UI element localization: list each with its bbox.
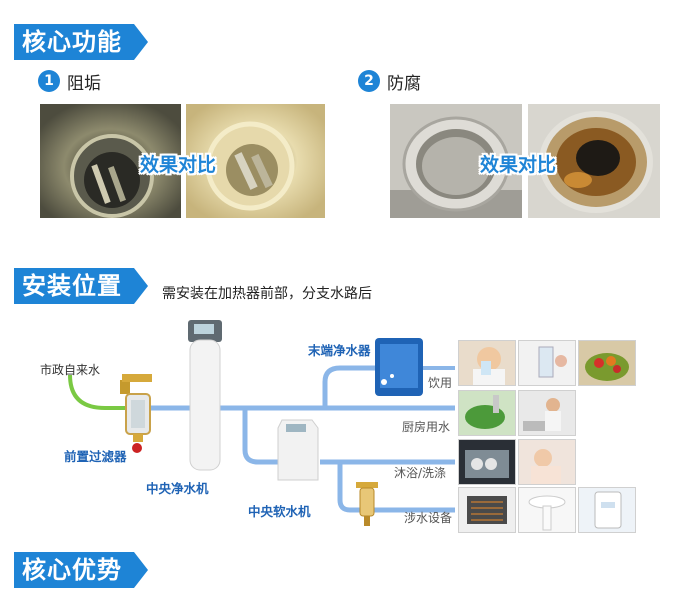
central-purifier-label: 中央净水机 xyxy=(146,481,209,496)
feature-number-badge: 1 xyxy=(38,70,60,92)
install-note: 需安装在加热器前部，分支水路后 xyxy=(162,286,372,302)
clean-metal-pipe-photo xyxy=(390,104,522,218)
use-label-kitchen: 厨房用水 xyxy=(402,420,451,434)
feature-label-anti-corrosion: 防腐 xyxy=(387,74,421,94)
use-label-drinking: 饮用 xyxy=(428,376,453,390)
fruit-bowl-thumb xyxy=(578,340,636,386)
wash-basin-thumb xyxy=(518,487,576,533)
section-title-core-advantage: 核心优势 xyxy=(14,552,148,588)
use-label-bath: 沐浴/洗涤 xyxy=(394,466,447,480)
section-title-install-position: 安装位置 xyxy=(14,268,148,304)
section-title-core-function: 核心功能 xyxy=(14,24,148,60)
central-softener-label: 中央软水机 xyxy=(248,504,311,519)
compare-caption: 效果对比 xyxy=(480,154,557,176)
floor-heating-thumb xyxy=(458,487,516,533)
water-glass-thumb xyxy=(518,340,576,386)
kitchen-woman-thumb xyxy=(518,390,576,436)
clean-pipe-photo xyxy=(186,104,325,218)
water-system-diagram xyxy=(68,320,455,526)
feature-label-anti-scale: 阻垢 xyxy=(67,74,101,94)
terminal-purifier-label: 末端净水器 xyxy=(308,343,371,358)
prefilter-label: 前置过滤器 xyxy=(64,449,127,464)
bathing-woman-thumb xyxy=(518,439,576,485)
dishwasher-thumb xyxy=(458,439,516,485)
compare-caption: 效果对比 xyxy=(140,154,217,176)
use-label-appliance: 涉水设备 xyxy=(404,511,453,525)
scaled-pipe-photo xyxy=(40,104,181,218)
drinking-girl-thumb xyxy=(458,340,516,386)
washing-vegetables-thumb xyxy=(458,390,516,436)
water-heater-thumb xyxy=(578,487,636,533)
corroded-pipe-photo xyxy=(528,104,660,218)
feature-number-badge: 2 xyxy=(358,70,380,92)
municipal-water-label: 市政自来水 xyxy=(40,363,101,377)
